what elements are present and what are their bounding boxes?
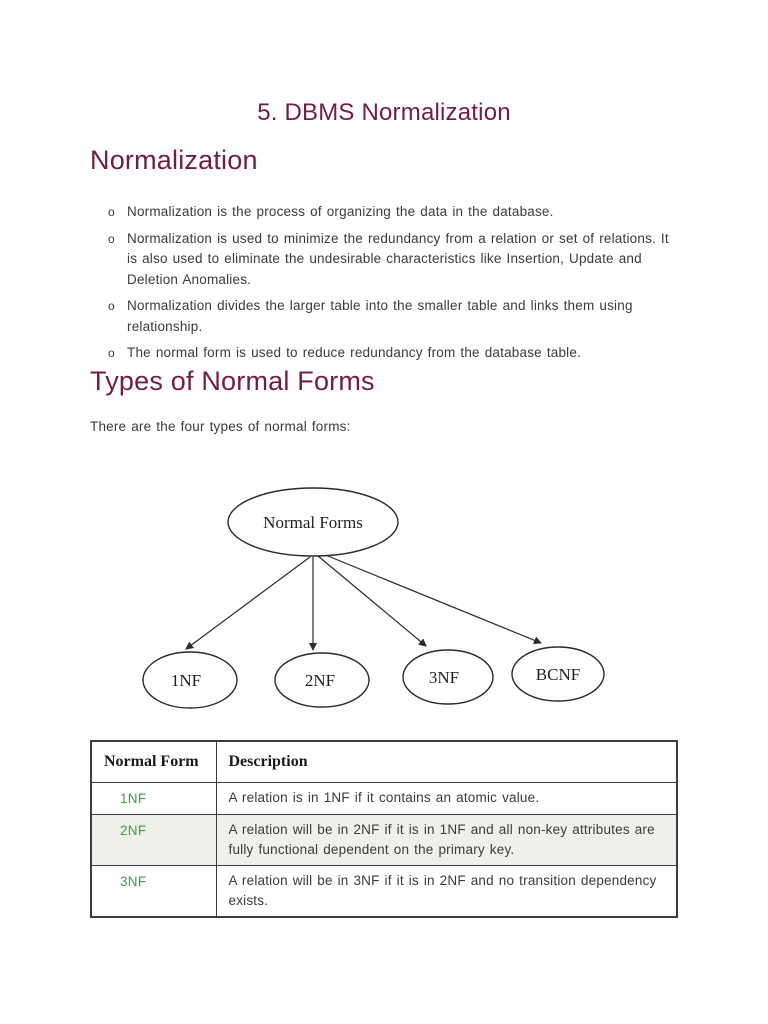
diagram-node-3nf xyxy=(402,649,494,705)
diagram-arrow xyxy=(185,556,311,650)
bullet-marker: o xyxy=(108,346,115,360)
section-heading-normalization: Normalization xyxy=(90,145,258,175)
diagram-node-label: Normal Forms xyxy=(263,513,363,532)
bullet-marker: o xyxy=(108,231,115,246)
form-label: 3NF xyxy=(90,864,217,917)
form-label: 1NF xyxy=(90,781,217,815)
list-item: o The normal form is used to reduce redu… xyxy=(108,343,673,364)
form-description: A relation is in 1NF if it contains an a… xyxy=(215,781,678,815)
list-item: o Normalization is the process of organi… xyxy=(108,202,673,223)
form-label: 2NF xyxy=(90,813,217,866)
doc-title: 5. DBMS Normalization xyxy=(257,99,511,126)
list-item: o Normalization divides the larger table… xyxy=(108,296,673,337)
table-row: 3NF A relation will be in 3NF if it is i… xyxy=(90,864,678,917)
diagram-node-bcnf xyxy=(511,646,605,702)
bullet-list: o Normalization is the process of organi… xyxy=(108,202,673,370)
form-description: A relation will be in 3NF if it is in 2N… xyxy=(215,864,678,917)
bullet-marker: o xyxy=(108,205,115,219)
diagram-arrow xyxy=(317,555,427,647)
diagram-node-label: BCNF xyxy=(536,665,580,684)
table-row: 1NF A relation is in 1NF if it contains … xyxy=(90,781,678,815)
bullet-text: Normalization is the process of organizi… xyxy=(127,204,554,219)
table-header-row: Normal Form Description xyxy=(90,740,678,783)
diagram-node-label: 2NF xyxy=(305,671,335,690)
bullet-marker: o xyxy=(108,299,115,313)
table-header-description: Description xyxy=(215,740,678,783)
intro-line: There are the four types of normal forms… xyxy=(90,419,351,434)
diagram-arrow xyxy=(322,553,542,645)
bullet-text: Normalization is used to minimize the re… xyxy=(127,230,669,287)
diagram-node-1nf xyxy=(142,651,238,709)
table-row: 2NF A relation will be in 2NF if it is i… xyxy=(90,813,678,866)
form-description: A relation will be in 2NF if it is in 1N… xyxy=(215,813,678,866)
table-header-normal-form: Normal Form xyxy=(90,740,217,783)
bullet-text: Normalization divides the larger table i… xyxy=(127,298,633,334)
normal-forms-diagram: Normal Forms 1NF 2NF 3NF BCNF xyxy=(142,487,605,709)
diagram-node-2nf xyxy=(274,652,370,708)
section-heading-types: Types of Normal Forms xyxy=(90,366,375,396)
bullet-text: The normal form is used to reduce redund… xyxy=(127,345,582,360)
diagram-node-root xyxy=(227,487,399,557)
diagram-node-label: 1NF xyxy=(171,671,201,690)
list-item: o Normalization is used to minimize the … xyxy=(108,229,673,291)
diagram-node-label: 3NF xyxy=(429,668,459,687)
normal-forms-table: Normal Form Description 1NF A relation i… xyxy=(90,740,678,918)
